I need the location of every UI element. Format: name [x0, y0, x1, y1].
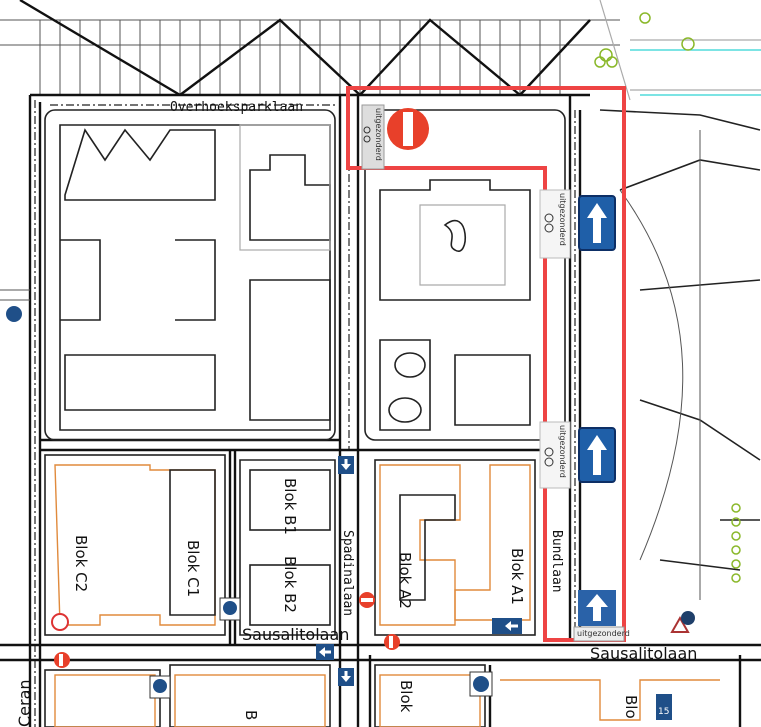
street-label-overhoeksparklaan: Overhoeksparklaan	[170, 100, 303, 115]
block-label-a2: Blok A2	[396, 552, 414, 609]
bicycle-icon	[544, 447, 554, 467]
no-entry-sign	[359, 592, 375, 608]
street-label-bundlaan: Bundlaan	[549, 530, 564, 593]
bicycle-icon	[544, 213, 554, 233]
street-label-sausalitolaan-east: Sausalitolaan	[590, 644, 697, 663]
speed-sign	[51, 613, 69, 631]
direction-sign-down	[338, 668, 354, 686]
exception-sign-bottom: uitgezonderd	[573, 626, 630, 642]
block-label-c2: Blok C2	[72, 535, 90, 592]
block-north-east	[364, 109, 566, 441]
street-label-sausalitolaan-west: Sausalitolaan	[242, 625, 349, 644]
arrow-up-icon	[587, 203, 607, 243]
direction-sign-down	[338, 456, 354, 474]
block-label-b2: Blok B2	[281, 556, 299, 613]
eastern-building	[599, 109, 761, 600]
arrow-left-icon	[505, 621, 518, 631]
exception-sign-middle: uitgezonderd	[539, 189, 571, 259]
top-linework	[0, 0, 761, 101]
street-label-spadinalaan: Spadinalaan	[340, 530, 355, 616]
arrow-down-icon	[341, 459, 351, 470]
arrow-up-icon	[586, 594, 608, 621]
block-label-c1: Blok C1	[184, 540, 202, 597]
parking-sign	[219, 597, 241, 621]
block-label-b1: Blok B1	[281, 478, 299, 535]
no-entry-sign	[54, 652, 70, 668]
arrow-down-icon	[341, 671, 351, 682]
bicycle-icon	[363, 126, 371, 143]
bus-stop-sign: 15	[656, 694, 672, 720]
one-way-sign-top	[578, 195, 616, 251]
parking-sign	[149, 675, 171, 699]
one-way-sign-middle	[578, 427, 616, 483]
direction-sign-left	[492, 618, 522, 634]
arrow-left-icon	[319, 647, 331, 657]
no-entry-sign	[384, 634, 400, 650]
block-north-west	[44, 109, 336, 441]
block-label-a1: Blok A1	[508, 548, 526, 605]
block-label-bottom-3: Blo	[622, 695, 640, 719]
arrow-up-icon	[587, 435, 607, 475]
highlighted-route	[346, 86, 626, 642]
trees	[594, 12, 741, 583]
svg-text:uitgezonderd: uitgezonderd	[374, 108, 383, 161]
bus-number: 15	[658, 707, 669, 717]
one-way-sign-bottom	[578, 590, 616, 626]
parking-sign	[469, 671, 493, 697]
svg-text:uitgezonderd: uitgezonderd	[558, 193, 567, 246]
block-label-bottom-2: Blok	[397, 680, 415, 713]
street-label-ceran: Ceran	[15, 679, 34, 727]
svg-text:uitgezonderd: uitgezonderd	[558, 425, 567, 478]
lower-blocks	[44, 454, 720, 727]
parking-sign	[6, 306, 22, 322]
no-entry-sign-large	[387, 108, 429, 150]
exception-sign-lower: uitgezonderd	[539, 421, 571, 489]
direction-sign-left	[316, 644, 334, 660]
exception-sign-top: uitgezonderd	[361, 104, 385, 170]
svg-text:uitgezonderd: uitgezonderd	[577, 629, 630, 638]
warning-sign	[670, 611, 695, 633]
block-label-bottom-1: B	[242, 710, 260, 720]
